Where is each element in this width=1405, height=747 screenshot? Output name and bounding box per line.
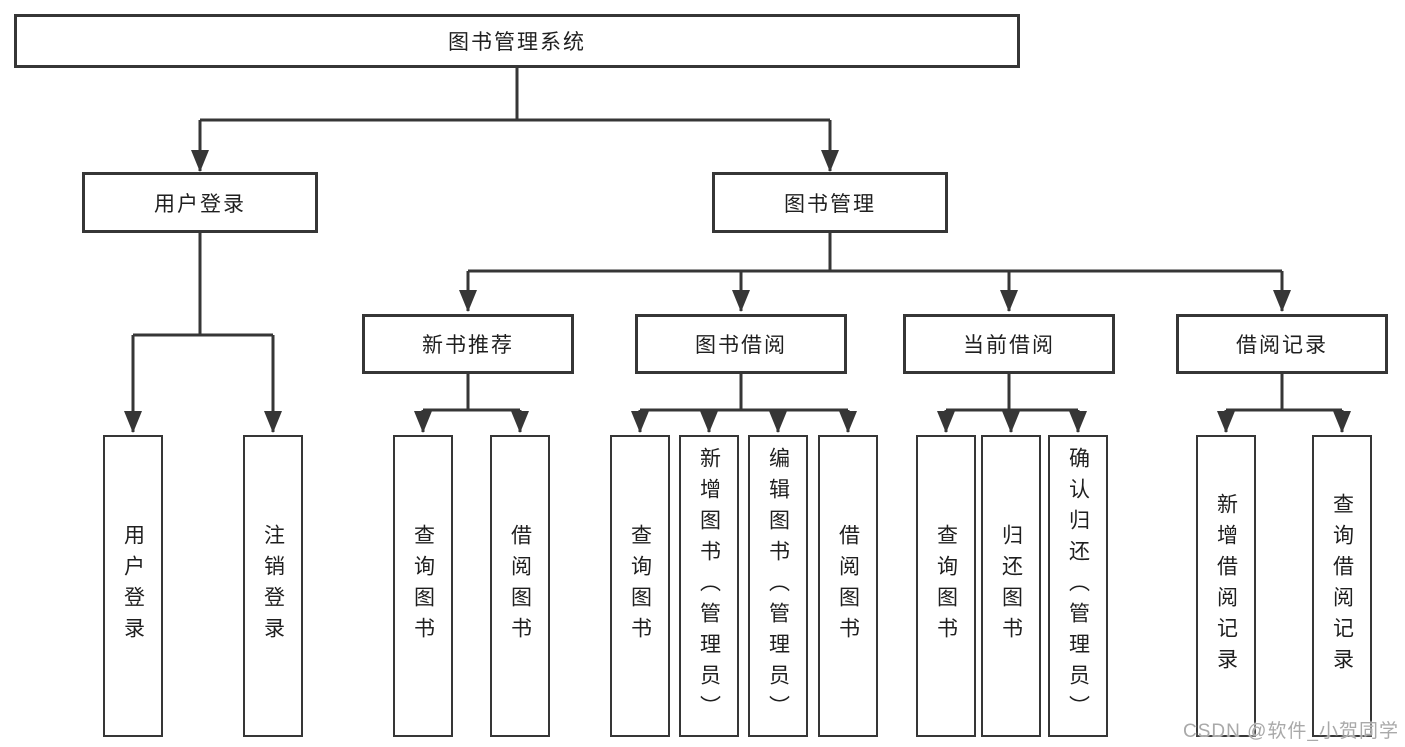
- node-user-login-label: 用户登录: [154, 192, 246, 216]
- node-new-book-recommend: 新书推荐: [362, 314, 574, 374]
- leaf-return-book-label: 归还图书: [999, 524, 1023, 648]
- node-library-system-label: 图书管理系统: [448, 31, 586, 54]
- leaf-query-borrow-record-label: 查询借阅记录: [1330, 493, 1354, 679]
- leaf-confirm-return-admin-label: 确认归还（管理员）: [1066, 446, 1090, 726]
- leaf-return-book: 归还图书: [981, 435, 1041, 737]
- leaf-confirm-return-admin: 确认归还（管理员）: [1048, 435, 1108, 737]
- csdn-watermark: CSDN @软件_小贺同学: [1183, 721, 1399, 742]
- leaf-query-borrow-record: 查询借阅记录: [1312, 435, 1372, 737]
- leaf-recommend-borrow-book-label: 借阅图书: [508, 524, 532, 648]
- node-borrowing-records-label: 借阅记录: [1236, 334, 1328, 357]
- node-user-login: 用户登录: [82, 172, 318, 233]
- leaf-add-book-admin: 新增图书（管理员）: [679, 435, 739, 737]
- leaf-user-login: 用户登录: [103, 435, 163, 737]
- node-library-system: 图书管理系统: [14, 14, 1020, 68]
- leaf-borrowing-borrow-book: 借阅图书: [818, 435, 878, 737]
- leaf-add-borrow-record: 新增借阅记录: [1196, 435, 1256, 737]
- leaf-recommend-query-book-label: 查询图书: [411, 524, 435, 648]
- leaf-recommend-query-book: 查询图书: [393, 435, 453, 737]
- leaf-logout: 注销登录: [243, 435, 303, 737]
- leaf-borrowing-borrow-book-label: 借阅图书: [836, 524, 860, 648]
- node-current-borrowing-label: 当前借阅: [963, 334, 1055, 357]
- node-book-borrowing-label: 图书借阅: [695, 334, 787, 357]
- leaf-current-query-book: 查询图书: [916, 435, 976, 737]
- leaf-recommend-borrow-book: 借阅图书: [490, 435, 550, 737]
- leaf-edit-book-admin: 编辑图书（管理员）: [748, 435, 808, 737]
- leaf-logout-label: 注销登录: [261, 524, 285, 648]
- leaf-borrowing-query-book: 查询图书: [610, 435, 670, 737]
- node-book-management: 图书管理: [712, 172, 948, 233]
- node-current-borrowing: 当前借阅: [903, 314, 1115, 374]
- leaf-edit-book-admin-label: 编辑图书（管理员）: [766, 446, 790, 726]
- node-book-management-label: 图书管理: [784, 192, 876, 216]
- leaf-borrowing-query-book-label: 查询图书: [628, 524, 652, 648]
- leaf-add-book-admin-label: 新增图书（管理员）: [697, 446, 721, 726]
- leaf-add-borrow-record-label: 新增借阅记录: [1214, 493, 1238, 679]
- node-new-book-recommend-label: 新书推荐: [422, 334, 514, 357]
- leaf-current-query-book-label: 查询图书: [934, 524, 958, 648]
- node-book-borrowing: 图书借阅: [635, 314, 847, 374]
- node-borrowing-records: 借阅记录: [1176, 314, 1388, 374]
- leaf-user-login-label: 用户登录: [121, 524, 145, 648]
